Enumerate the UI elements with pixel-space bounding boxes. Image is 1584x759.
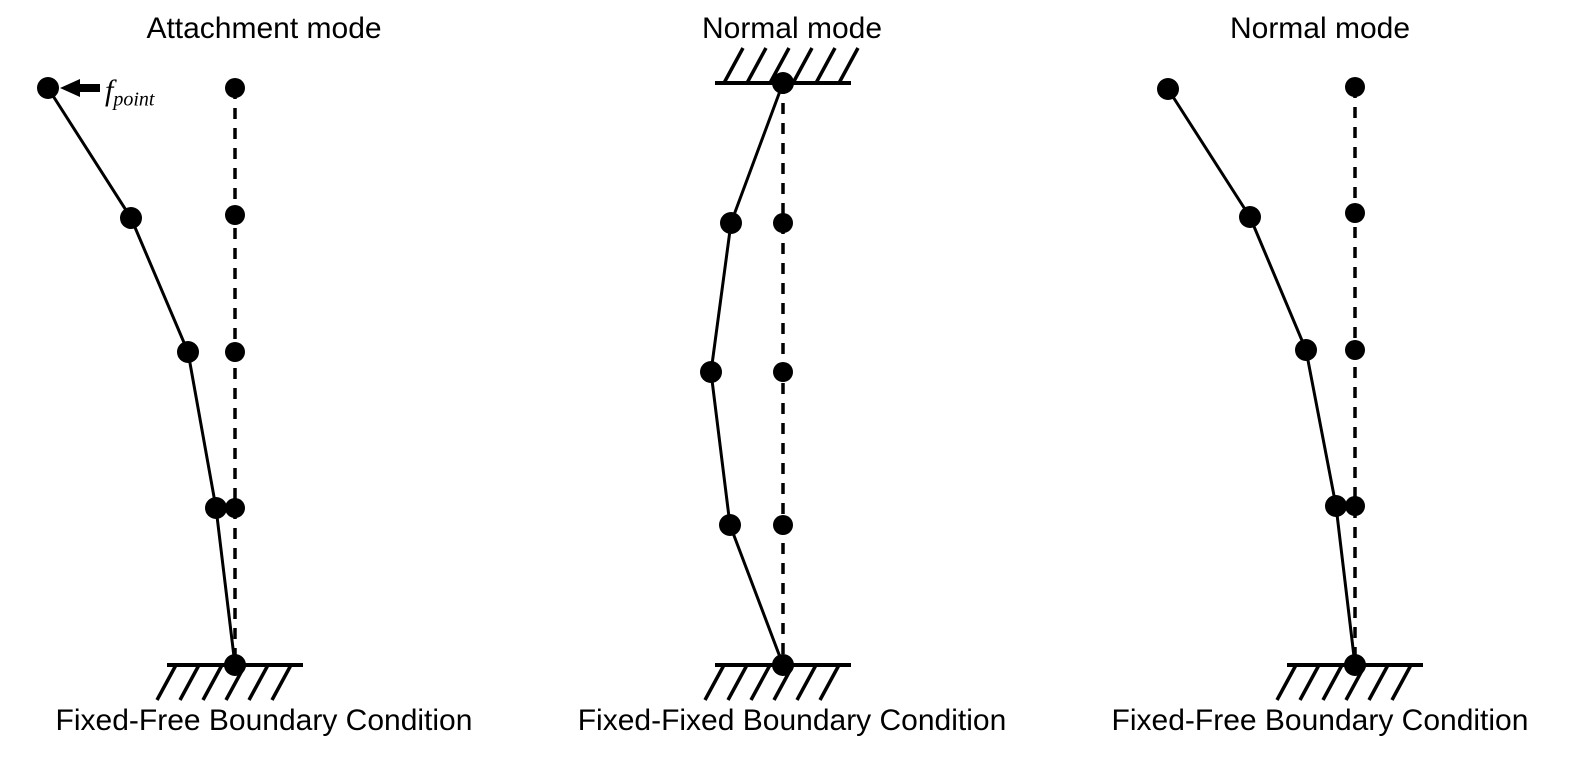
undeformed-node — [773, 515, 793, 535]
panel-attachment-mode: Attachment mode — [0, 0, 528, 759]
force-point-label: fpoint — [105, 74, 155, 111]
undeformed-node — [225, 205, 245, 225]
panel-title: Attachment mode — [146, 12, 382, 45]
support-hatch — [814, 47, 837, 84]
panel-caption: Fixed-Free Boundary Condition — [1111, 704, 1529, 737]
support-hatch — [1321, 664, 1344, 701]
undeformed-node — [1345, 340, 1365, 360]
ground-support-top — [715, 47, 860, 94]
support-hatch — [837, 47, 860, 84]
panel-title: Normal mode — [701, 12, 883, 45]
support-hatch — [745, 47, 768, 84]
undeformed-node — [1345, 203, 1365, 223]
deformed-node — [1295, 339, 1317, 361]
panel-diagram — [700, 47, 860, 701]
panel-title: Normal mode — [1229, 12, 1411, 45]
support-node — [772, 654, 794, 676]
panel-diagram — [37, 77, 303, 701]
support-hatch — [155, 664, 178, 701]
support-hatch — [270, 664, 293, 701]
support-node — [772, 72, 794, 94]
support-hatch — [1390, 664, 1413, 701]
deformed-node — [1157, 78, 1179, 100]
panel-caption: Fixed-Fixed Boundary Condition — [577, 704, 1007, 737]
undeformed-node-group — [773, 213, 793, 535]
deformed-node — [1239, 206, 1261, 228]
undeformed-node-group — [1345, 77, 1365, 516]
support-hatch — [818, 664, 841, 701]
support-hatch — [178, 664, 201, 701]
ground-support-bottom — [1275, 654, 1423, 701]
deformed-shape-polyline — [46, 87, 237, 666]
support-hatch — [247, 664, 270, 701]
ground-support-bottom — [155, 654, 303, 701]
support-hatch — [703, 664, 726, 701]
support-hatch — [1275, 664, 1298, 701]
deformed-node — [177, 341, 199, 363]
support-hatch — [1298, 664, 1321, 701]
deformed-node — [1325, 495, 1347, 517]
force-arrow-head — [60, 79, 80, 97]
support-node — [224, 654, 246, 676]
panel-caption: Fixed-Free Boundary Condition — [55, 704, 473, 737]
undeformed-node — [773, 213, 793, 233]
support-hatch — [768, 47, 791, 84]
support-hatch — [726, 664, 749, 701]
deformed-shape-polyline — [1166, 88, 1357, 666]
ground-support-bottom — [703, 654, 851, 701]
deformed-node — [120, 207, 142, 229]
deformed-shape-group — [1157, 78, 1357, 666]
undeformed-node-group — [225, 78, 245, 518]
deformed-node — [720, 212, 742, 234]
support-hatch — [1367, 664, 1390, 701]
panel-diagram — [1157, 77, 1423, 701]
deformed-node — [700, 361, 722, 383]
deformed-node — [37, 77, 59, 99]
support-node — [1344, 654, 1366, 676]
undeformed-node — [225, 342, 245, 362]
undeformed-node — [773, 362, 793, 382]
support-hatch — [791, 47, 814, 84]
force-arrow-icon — [60, 79, 100, 97]
undeformed-node — [1345, 496, 1365, 516]
deformed-node — [205, 497, 227, 519]
support-hatch — [795, 664, 818, 701]
deformed-shape-group — [37, 77, 237, 666]
support-hatch — [749, 664, 772, 701]
undeformed-node — [225, 78, 245, 98]
deformed-node — [719, 514, 741, 536]
support-hatch — [201, 664, 224, 701]
support-hatch — [722, 47, 745, 84]
deformed-shape-group — [700, 82, 785, 666]
panel-normal-mode-fixed-fixed: Normal mode — [528, 0, 1056, 759]
undeformed-node — [225, 498, 245, 518]
undeformed-node — [1345, 77, 1365, 97]
panel-normal-mode-fixed-free: Normal mode — [1056, 0, 1584, 759]
